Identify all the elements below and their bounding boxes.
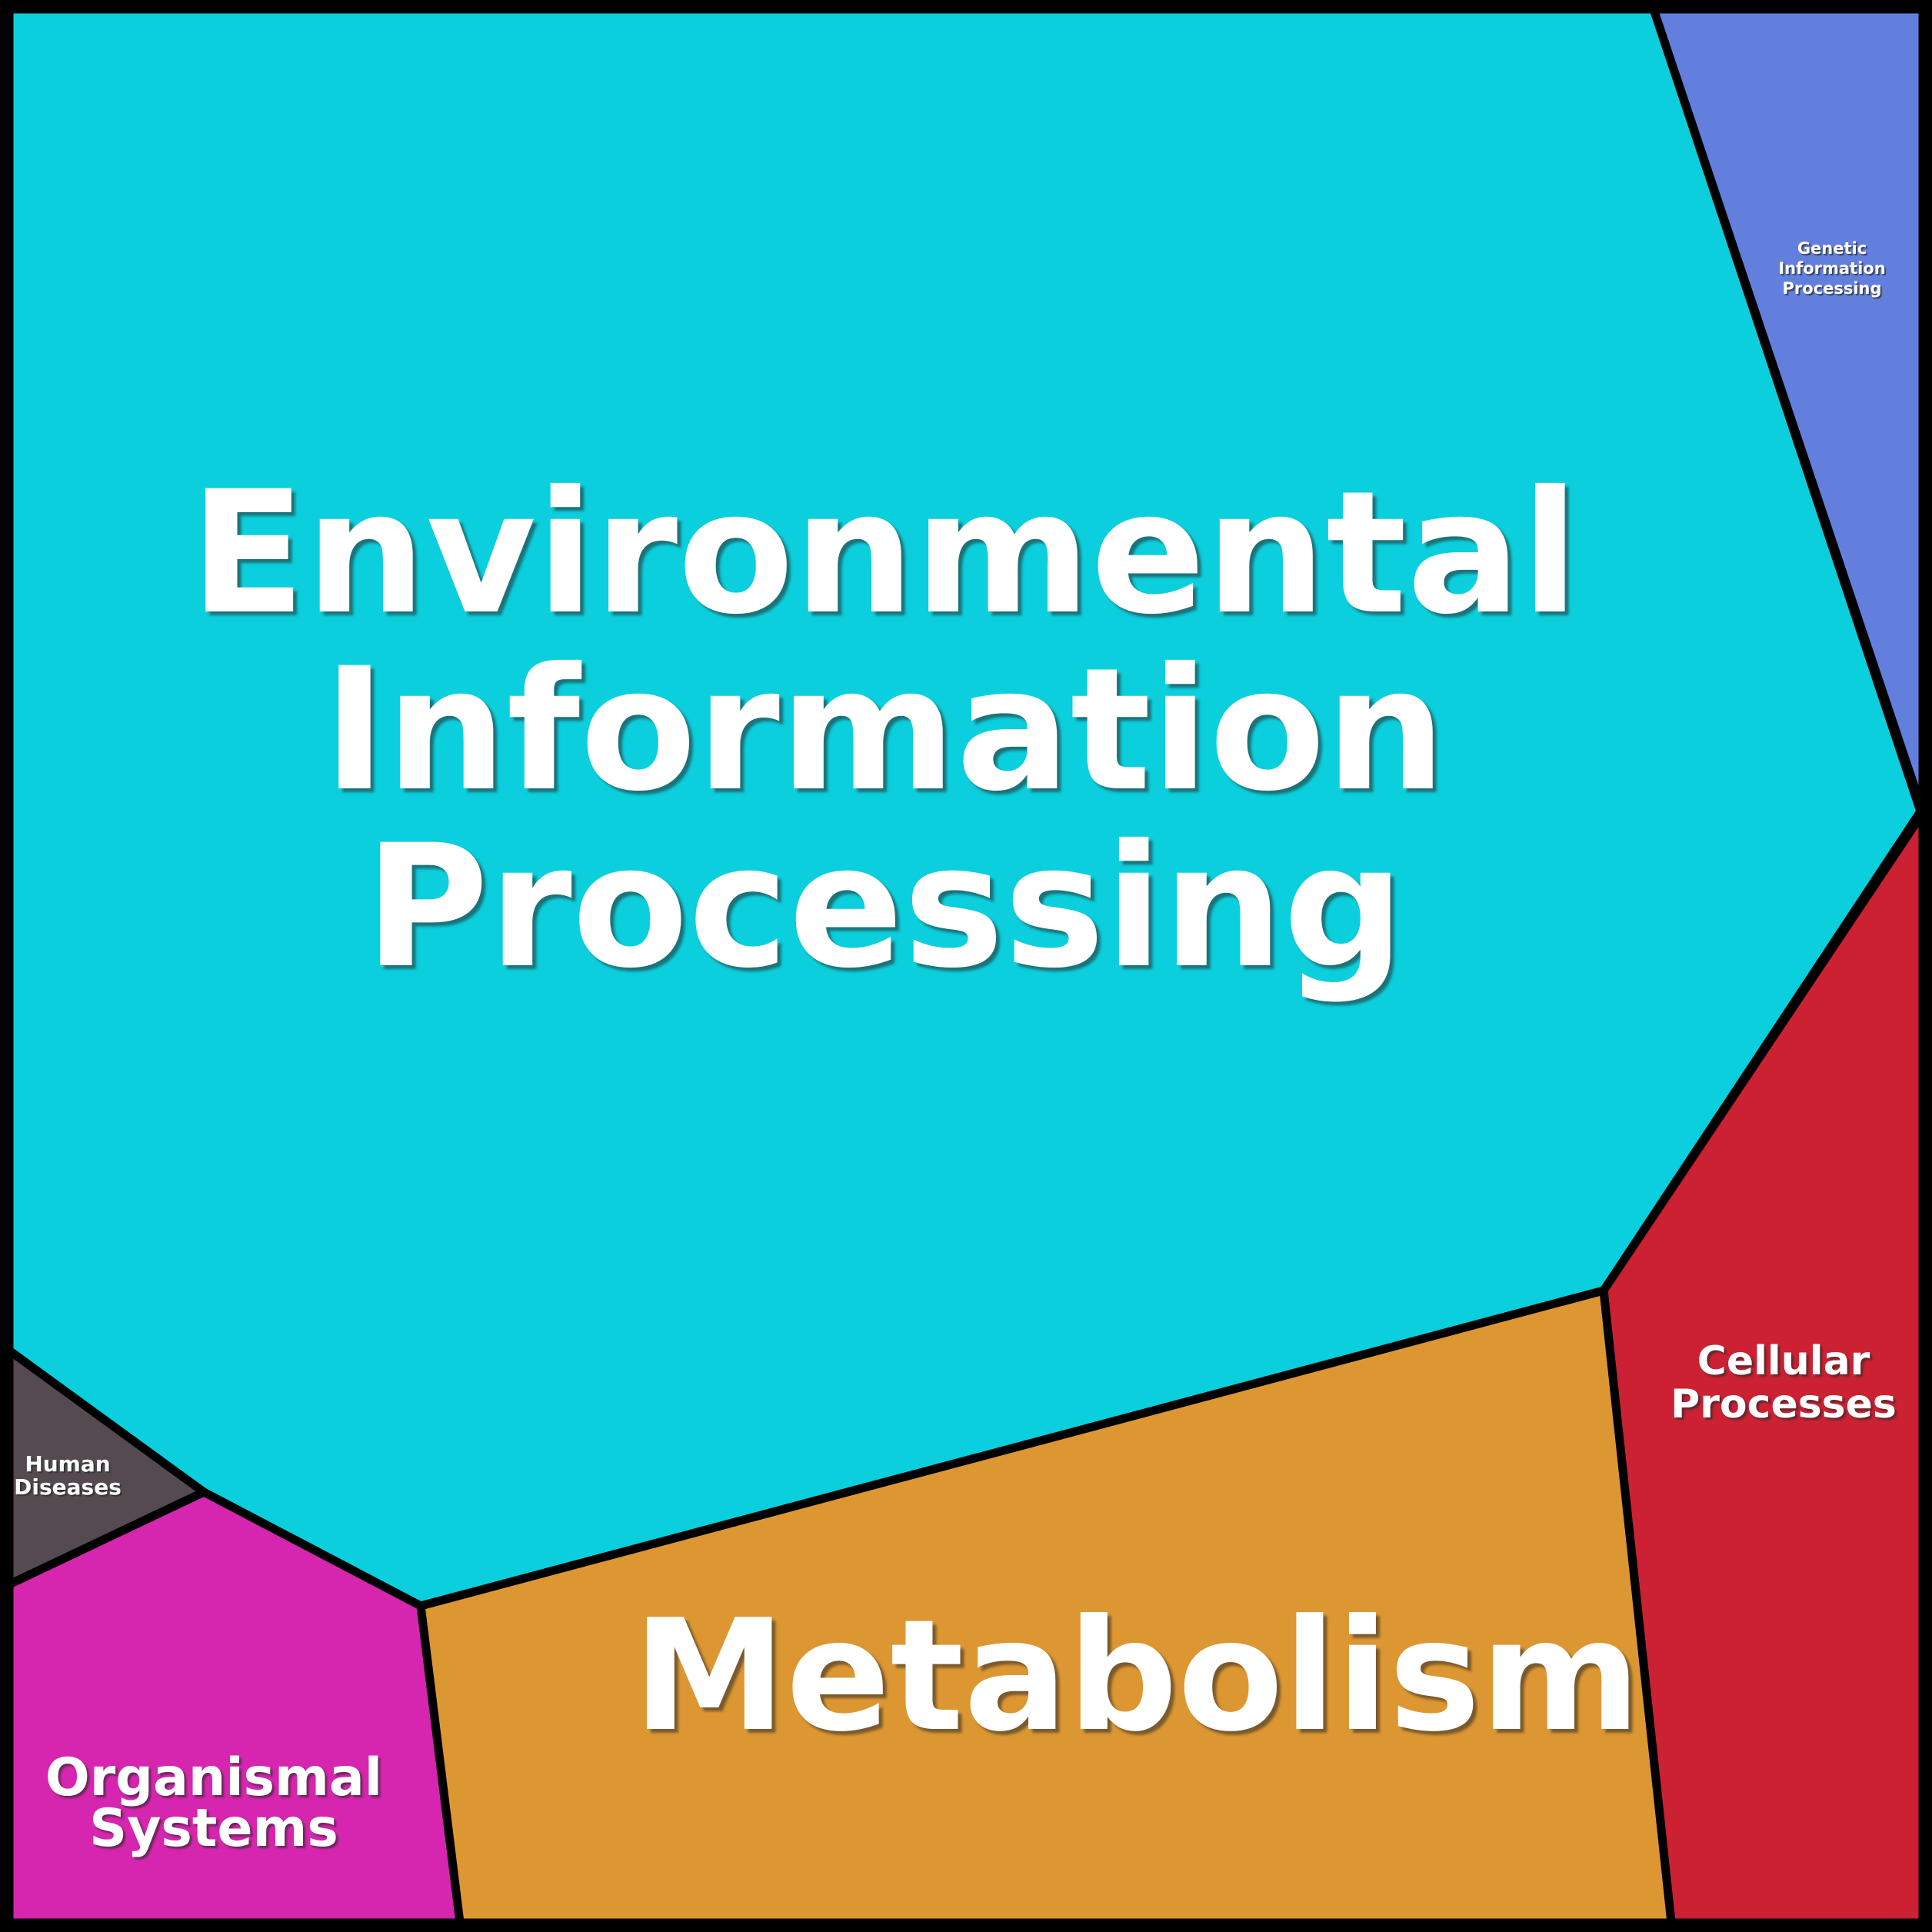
label-metabolism: Metabolism <box>633 1587 1641 1766</box>
label-line: Organismal <box>45 1747 382 1808</box>
label-line: Environmental <box>190 455 1579 651</box>
label-human-diseases: Human Diseases <box>14 1451 122 1500</box>
label-line: Metabolism <box>633 1587 1641 1766</box>
label-line: Cellular <box>1697 1338 1870 1384</box>
label-line: Systems <box>89 1798 338 1859</box>
label-line: Processes <box>1671 1381 1897 1427</box>
label-cellular-processes: Cellular Processes <box>1671 1338 1897 1427</box>
label-genetic-information-processing: Genetic Information Processing <box>1778 239 1885 298</box>
label-line: Processing <box>1782 279 1881 298</box>
label-line: Human <box>25 1451 110 1477</box>
label-line: Genetic <box>1797 239 1867 258</box>
label-organismal-systems: Organismal Systems <box>45 1747 382 1859</box>
label-environmental-information-processing: Environmental Information Processing <box>190 455 1579 1005</box>
label-line: Information <box>1778 259 1885 278</box>
label-line: Diseases <box>14 1474 122 1500</box>
label-line: Processing <box>365 808 1404 1005</box>
label-line: Information <box>323 631 1446 828</box>
